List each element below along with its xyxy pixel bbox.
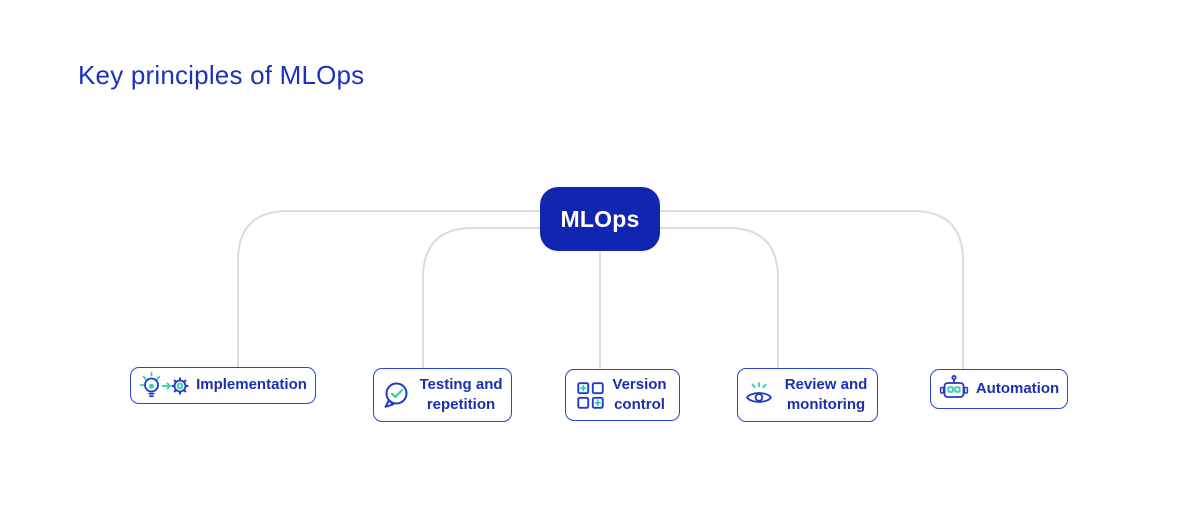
connector-implementation <box>237 210 540 367</box>
page-title: Key principles of MLOps <box>78 60 365 90</box>
node-automation: Automation <box>930 369 1068 409</box>
connector-automation <box>660 210 964 369</box>
node-review-and-monitoring: Review and monitoring <box>737 368 878 422</box>
speech-bubble-check-icon <box>381 380 411 410</box>
version-squares-icon <box>576 381 604 409</box>
node-label: Version control <box>612 375 667 413</box>
root-node-label: MLOps <box>560 205 640 232</box>
connector-testing <box>422 227 540 368</box>
node-label: Review and monitoring <box>784 375 868 413</box>
node-version-control: Version control <box>565 369 680 421</box>
mlops-root-node: MLOps <box>540 187 660 251</box>
eye-monitoring-icon <box>744 380 774 410</box>
node-testing-and-repetition: Testing and repetition <box>373 368 512 422</box>
node-label: Implementation <box>196 376 307 394</box>
node-label: Testing and repetition <box>419 375 503 413</box>
lightbulb-to-gear-icon <box>139 371 189 401</box>
connector-review <box>660 227 779 368</box>
node-label: Automation <box>975 379 1060 397</box>
robot-icon <box>939 374 969 404</box>
node-implementation: Implementation <box>130 367 316 404</box>
